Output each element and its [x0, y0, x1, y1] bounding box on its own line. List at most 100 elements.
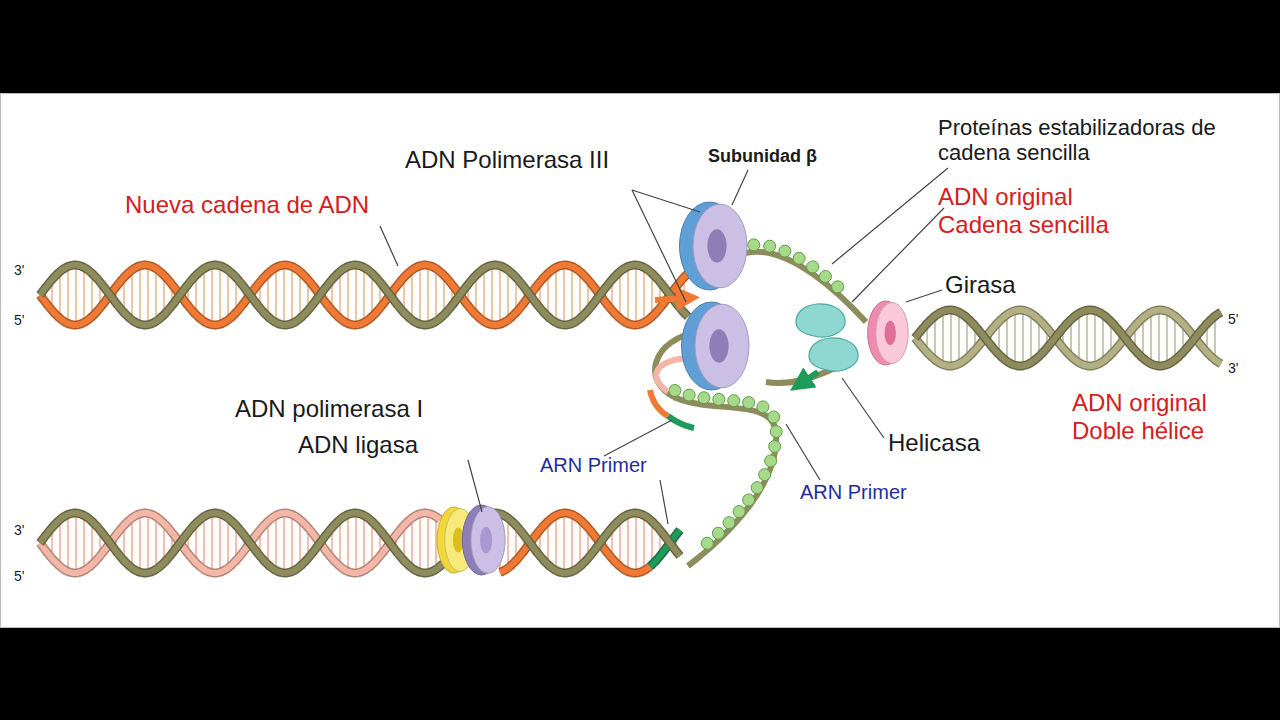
base-pair	[275, 515, 277, 570]
leader-lines	[380, 168, 948, 524]
helices	[40, 265, 1221, 573]
strand	[40, 513, 440, 573]
base-pair	[211, 265, 213, 324]
base-pair	[219, 266, 221, 324]
pol-iii-upper	[680, 202, 748, 290]
base-pair	[131, 270, 133, 320]
helicase-subunit	[796, 304, 845, 337]
base-pair	[419, 514, 421, 572]
ssb-protein	[765, 455, 777, 467]
part-label: Subunidad β	[708, 146, 817, 167]
ssb-protein	[832, 281, 844, 293]
ring-hole	[884, 321, 896, 345]
rna-primer	[668, 416, 694, 428]
part-label: ADN original Cadena sencilla	[938, 183, 1163, 238]
ring-face	[693, 204, 747, 288]
base-pair	[347, 266, 349, 323]
ssb-protein	[819, 270, 831, 282]
leader-line	[786, 424, 820, 480]
ssb-protein	[751, 482, 763, 494]
strand	[915, 310, 1221, 366]
base-pair	[643, 515, 645, 570]
strand-end-label: 3'	[14, 522, 24, 538]
base-pair	[203, 269, 205, 322]
leader-line	[660, 480, 668, 524]
strand-end-label: 5'	[1228, 311, 1238, 327]
part-label: ADN Polimerasa III	[405, 146, 609, 174]
helicase-arrow	[800, 372, 818, 384]
base-pair	[59, 272, 61, 319]
ssb-protein	[723, 517, 735, 529]
gyrase	[868, 301, 909, 365]
base-pair	[958, 312, 960, 363]
part-label: Helicasa	[888, 429, 980, 457]
base-pair	[227, 518, 229, 568]
base-pair	[275, 267, 277, 322]
base-pair	[155, 517, 157, 570]
helicase-subunit	[809, 338, 858, 371]
ssb-protein	[669, 384, 681, 396]
ssb-protein	[743, 494, 755, 506]
ssb-protein	[764, 240, 776, 252]
dna-ligase	[462, 505, 505, 575]
base-pair	[75, 513, 77, 573]
base-pair	[363, 267, 365, 322]
base-pair	[131, 518, 133, 568]
base-pair	[1094, 311, 1096, 366]
leader-line	[468, 460, 482, 512]
ssb-protein	[770, 426, 782, 438]
part-label: ADN polimerasa I	[235, 395, 423, 423]
strand-end-label: 3'	[1228, 360, 1238, 376]
base-pair	[147, 265, 149, 324]
base-pair	[635, 513, 637, 573]
base-pair	[942, 311, 944, 364]
strand-edge	[40, 265, 688, 325]
strand-edge	[40, 513, 680, 573]
base-pair	[555, 267, 557, 322]
base-pair	[283, 265, 285, 325]
base-pair	[67, 266, 69, 323]
base-pair	[147, 513, 149, 572]
base-pair	[219, 514, 221, 572]
base-pair	[483, 269, 485, 322]
part-label: Nueva cadena de ADN	[125, 191, 369, 219]
leader-line	[632, 190, 700, 212]
base-pair	[499, 266, 501, 324]
strand-edge	[40, 513, 440, 573]
leader-line	[852, 208, 944, 302]
helicase	[796, 304, 858, 371]
base-pair	[155, 269, 157, 322]
base-pair	[1086, 310, 1088, 365]
ssb-protein	[807, 261, 819, 273]
base-pair	[1150, 312, 1152, 363]
base-pair	[579, 272, 581, 319]
base-pair	[139, 266, 141, 324]
base-pair	[299, 272, 301, 319]
base-pair	[1022, 310, 1024, 365]
ssb-protein	[757, 401, 769, 413]
base-pair	[555, 515, 557, 570]
leader-line	[632, 190, 686, 302]
ssb-protein	[701, 537, 713, 549]
part-label: ARN Primer	[540, 454, 647, 477]
base-pair	[363, 515, 365, 570]
base-pair	[83, 267, 85, 322]
base-pair	[427, 265, 429, 324]
base-pair	[347, 514, 349, 571]
base-pair	[1014, 311, 1016, 366]
okazaki-fragment	[650, 390, 668, 416]
ssb-protein	[712, 527, 724, 539]
ssb-protein	[779, 245, 791, 257]
strand	[915, 310, 1221, 366]
base-pair	[355, 513, 357, 573]
base-pair	[59, 520, 61, 567]
base-pair	[563, 513, 565, 573]
strand-end-label: 3'	[14, 262, 24, 278]
part-label: ADN original Doble hélice	[1072, 389, 1257, 444]
leader-line	[906, 290, 942, 302]
ring-hole	[707, 229, 726, 262]
strand-edge	[40, 265, 688, 325]
ring-face	[876, 303, 908, 364]
base-pair	[507, 270, 509, 320]
